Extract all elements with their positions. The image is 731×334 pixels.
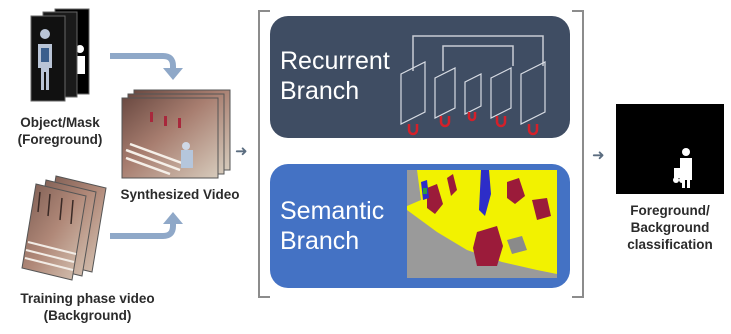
recurrent-branch-label: Recurrent Branch — [280, 47, 390, 105]
arrow-to-network: ➜ — [235, 143, 248, 160]
output-caption: Foreground/ Background classification — [627, 203, 713, 252]
output-mask-image — [616, 104, 724, 194]
right-bracket — [572, 10, 584, 298]
recurrent-network-diagram — [400, 35, 546, 136]
input-arrows — [110, 53, 183, 239]
kernel-marks — [407, 112, 539, 136]
synthesized-image-stack — [120, 88, 232, 180]
left-bracket — [258, 10, 270, 298]
semantic-branch-label: Semantic Branch — [280, 197, 385, 255]
semantic-segmentation-map — [407, 170, 557, 278]
foreground-image-stack — [30, 4, 90, 104]
bottom-curved-arrow — [110, 212, 183, 239]
background-caption: Training phase video (Background) — [20, 291, 155, 323]
synthesized-caption: Synthesized Video — [120, 187, 240, 202]
semantic-branch-box: Semantic Branch — [270, 164, 570, 288]
recurrent-branch-box: Recurrent Branch — [270, 16, 570, 138]
foreground-caption: Object/Mask (Foreground) — [17, 115, 103, 147]
background-image-stack — [18, 172, 108, 282]
top-curved-arrow — [110, 53, 183, 80]
arrow-to-output: ➜ — [592, 147, 605, 164]
skip-connections — [412, 35, 544, 71]
layer-planes — [400, 61, 546, 125]
